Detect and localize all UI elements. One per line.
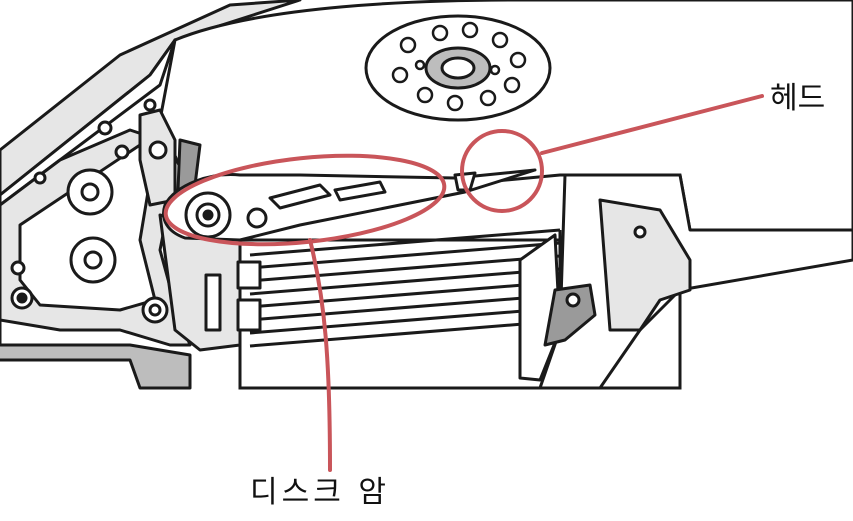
disk-arm-label: 디스크 암 (250, 478, 390, 508)
head-label: 헤드 (770, 84, 825, 114)
spindle-hub (366, 16, 550, 120)
